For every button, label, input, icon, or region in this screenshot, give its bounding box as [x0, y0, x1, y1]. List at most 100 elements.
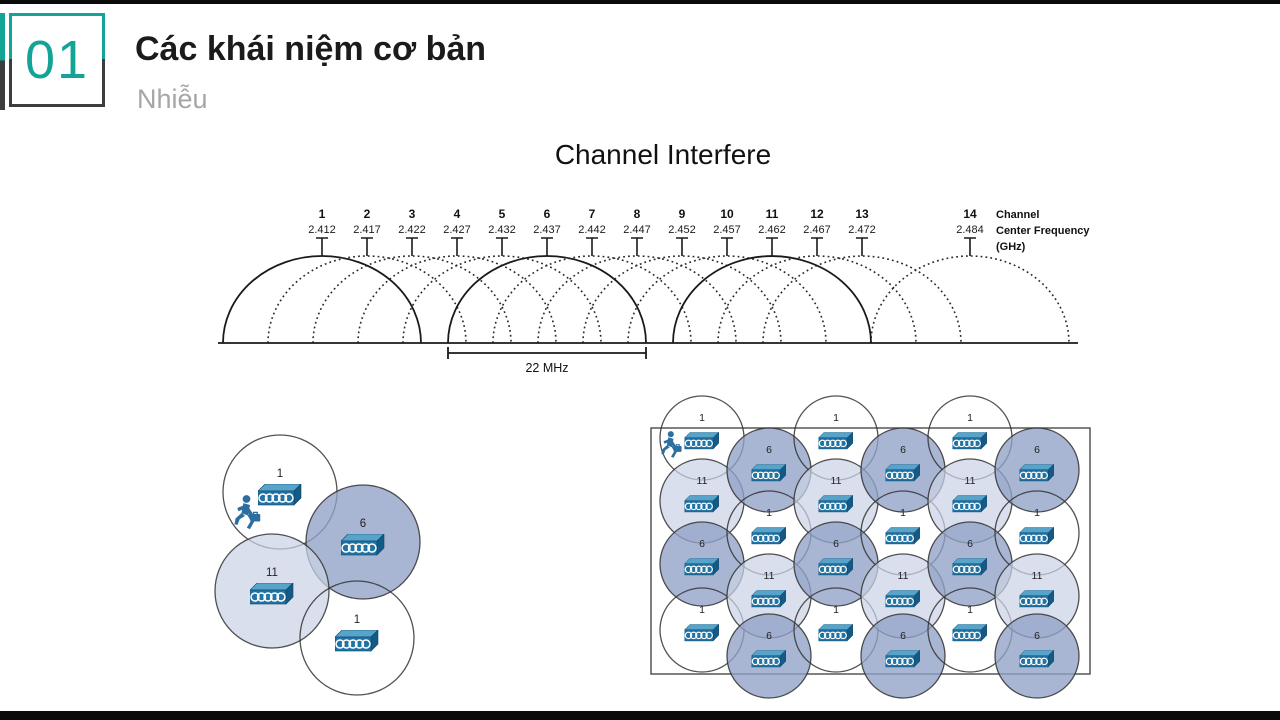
channel-number: 13 [855, 207, 869, 221]
cell-channel-label: 1 [967, 412, 973, 424]
spectrum-arcs-solid [222, 255, 872, 344]
spectrum-arc-solid [222, 255, 422, 344]
channel-frequency: 2.462 [758, 224, 786, 236]
bandwidth-label: 22 MHz [525, 361, 568, 375]
cell-channel-label: 11 [831, 475, 842, 487]
cell-channel-label: 6 [766, 630, 772, 642]
cell-channel-label: 1 [967, 604, 973, 616]
cell-channel-label: 1 [699, 604, 705, 616]
spectrum-arc-solid [672, 255, 872, 344]
ap-icon [1019, 650, 1055, 668]
axis-legend: Channel Center Frequency (GHz) [996, 209, 1090, 253]
ap-icon [885, 650, 921, 668]
channel-frequency: 2.422 [398, 224, 426, 236]
cell-channel-label: 6 [360, 518, 366, 530]
ap-icon [818, 432, 854, 450]
spectrum-arc-dotted [870, 255, 1070, 344]
ap-icon [818, 624, 854, 642]
channel-number: 5 [499, 207, 506, 221]
channel-number: 10 [720, 207, 734, 221]
spectrum-arc-solid [447, 255, 647, 344]
cell-channel-label: 6 [900, 444, 906, 456]
channel-frequency: 2.417 [353, 224, 381, 236]
ap-icon [751, 464, 787, 482]
ap-cell: 6 [305, 484, 421, 600]
channel-tick [361, 237, 373, 256]
channel-frequency: 2.472 [848, 224, 876, 236]
channel-tick [406, 237, 418, 256]
spectrum-arc-dotted [312, 255, 512, 344]
cell-channel-label: 1 [1034, 507, 1040, 519]
cell-channel-label: 1 [354, 614, 360, 626]
section-number-box: 01 [9, 13, 105, 107]
cell-channel-label: 1 [699, 412, 705, 424]
channel-number: 11 [766, 207, 779, 221]
channel-number: 9 [679, 207, 686, 221]
channel-number: 6 [544, 207, 551, 221]
cell-channel-label: 1 [833, 412, 839, 424]
channel-tick [541, 237, 553, 256]
channel-frequency: 2.457 [713, 224, 741, 236]
channel-frequency: 2.442 [578, 224, 606, 236]
slide-top-bar [0, 0, 1280, 4]
bandwidth-bracket: 22 MHz [447, 347, 647, 375]
ap-icon [684, 558, 720, 576]
channel-tick [811, 237, 823, 256]
coverage-circle [299, 580, 415, 696]
channel-number: 14 [963, 207, 977, 221]
spectrum-arc-dotted [627, 255, 827, 344]
runner-icon [661, 431, 683, 459]
channel-tick [721, 237, 733, 256]
spectrum-arc-dotted [492, 255, 692, 344]
channel-number: 2 [364, 207, 371, 221]
channel-frequency: 2.412 [308, 224, 336, 236]
ap-icon [250, 583, 294, 605]
ap-cell: 6 [726, 613, 812, 699]
channel-frequency: 2.437 [533, 224, 561, 236]
ap-icon [751, 527, 787, 545]
cell-channel-label: 6 [1034, 444, 1040, 456]
spectrum-arc-dotted [582, 255, 782, 344]
ap-icon [335, 630, 379, 652]
cell-channel-label: 1 [277, 468, 283, 480]
ap-icon [952, 558, 988, 576]
axis-legend-unit: (GHz) [996, 241, 1026, 253]
spectrum-arc-dotted [717, 255, 917, 344]
cell-channel-label: 11 [697, 475, 708, 487]
channel-number: 12 [810, 207, 824, 221]
ap-icon [684, 624, 720, 642]
ap-icon [751, 590, 787, 608]
spectrum-arc-dotted [537, 255, 737, 344]
channel-frequency: 2.427 [443, 224, 471, 236]
channel-tick [964, 237, 976, 256]
channel-labels: 12.41222.41732.42242.42752.43262.43772.4… [308, 207, 984, 236]
spectrum-arc-dotted [357, 255, 557, 344]
cell-channel-label: 6 [766, 444, 772, 456]
ap-cell: 6 [927, 521, 1013, 607]
edge-accent-strip [0, 13, 5, 110]
channel-spectrum-chart: Channel Interfere 12.41222.41732.42242.4… [218, 139, 1090, 375]
slide-subtitle: Nhiễu [137, 84, 208, 114]
ap-icon [684, 495, 720, 513]
channel-tick [586, 237, 598, 256]
ap-icon [885, 464, 921, 482]
cell-channel-label: 1 [766, 507, 772, 519]
channel-tick [496, 237, 508, 256]
channel-tick [856, 237, 868, 256]
spectrum-arc-dotted [402, 255, 602, 344]
spectrum-arcs-dotted [267, 255, 1070, 344]
cell-channel-label: 11 [965, 475, 976, 487]
ap-cell: 1 [299, 580, 415, 696]
channel-number: 7 [589, 207, 596, 221]
ap-icon [341, 534, 385, 556]
channel-frequency: 2.447 [623, 224, 651, 236]
ap-icon [1019, 464, 1055, 482]
cell-channel-label: 11 [1032, 570, 1043, 582]
cell-channel-label: 1 [900, 507, 906, 519]
spectrum-arc-dotted [762, 255, 962, 344]
bandwidth-bracket-line [447, 347, 647, 359]
ap-icon [684, 432, 720, 450]
channel-frequency: 2.432 [488, 224, 516, 236]
ap-cell: 11 [214, 533, 330, 649]
